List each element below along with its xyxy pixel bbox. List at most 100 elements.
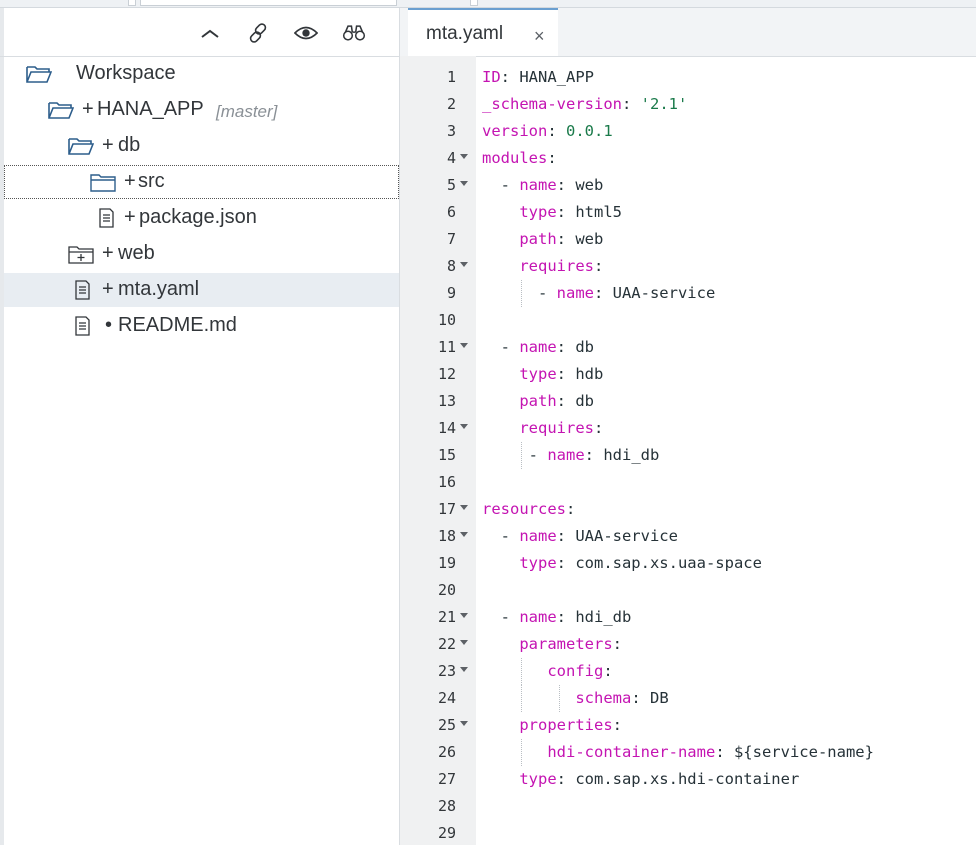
tree-item-web[interactable]: +web [4, 237, 399, 271]
yaml-key: name [556, 284, 594, 302]
code-line[interactable]: 6 type: html5 [400, 199, 976, 226]
code-line[interactable]: 20 [400, 577, 976, 604]
tree-item-status-marker: + [102, 242, 114, 264]
tree-item-label: db [118, 134, 141, 156]
code-line[interactable]: 11 - name: db [400, 334, 976, 361]
code-line[interactable]: 19 type: com.sap.xs.uaa-space [400, 550, 976, 577]
code-text: type: hdb [482, 365, 603, 383]
code-line[interactable]: 13 path: db [400, 388, 976, 415]
line-number: 2 [446, 95, 456, 113]
code-text: path: db [482, 392, 594, 410]
tree-item-workspace[interactable]: Workspace [4, 57, 399, 91]
code-line[interactable]: 28 [400, 793, 976, 820]
collapse-all-icon[interactable] [198, 22, 222, 44]
code-text: - name: db [482, 338, 594, 356]
code-line[interactable]: 16 [400, 469, 976, 496]
tree-item-status-marker: + [124, 170, 136, 192]
fold-arrow-icon[interactable] [460, 181, 468, 186]
tree-item-status-marker: • [105, 314, 113, 336]
yaml-key: schema [575, 689, 632, 707]
eye-icon[interactable] [294, 22, 318, 44]
tree-item-readme[interactable]: •README.md [4, 309, 399, 343]
code-text: _schema-version: '2.1' [482, 95, 687, 113]
fold-arrow-icon[interactable] [460, 343, 468, 348]
tree-item-hana-app[interactable]: +HANA_APP[master] [4, 93, 399, 127]
code-line[interactable]: 2 _schema-version: '2.1' [400, 91, 976, 118]
folder-plus-icon [68, 244, 94, 264]
code-text: version: 0.0.1 [482, 122, 613, 140]
code-line[interactable]: 18 - name: UAA-service [400, 523, 976, 550]
yaml-value: : web [556, 176, 604, 194]
yaml-value: : [612, 635, 622, 653]
tree-item-label: Workspace [76, 62, 176, 84]
fold-arrow-icon[interactable] [460, 532, 468, 537]
line-number: 17 [437, 500, 456, 518]
tree-item-label: mta.yaml [118, 278, 200, 300]
yaml-value: : UAA-service [556, 527, 678, 545]
line-number: 23 [437, 662, 456, 680]
code-line[interactable]: 14 requires: [400, 415, 976, 442]
code-line[interactable]: 3 version: 0.0.1 [400, 118, 976, 145]
yaml-value: : ${service-name} [715, 743, 874, 761]
code-line[interactable]: 15 - name: hdi_db [400, 442, 976, 469]
code-line[interactable]: 9 - name: UAA-service [400, 280, 976, 307]
workspace-explorer: Workspace+HANA_APP[master]+db+src+packag… [0, 8, 400, 845]
fold-arrow-icon[interactable] [460, 667, 468, 672]
tree-item-package-json[interactable]: +package.json [4, 201, 399, 235]
code-line[interactable]: 25 properties: [400, 712, 976, 739]
code-line[interactable]: 26 hdi-container-name: ${service-name} [400, 739, 976, 766]
tree-item-db[interactable]: +db [4, 129, 399, 163]
fold-arrow-icon[interactable] [460, 640, 468, 645]
tree-item-mta-yaml[interactable]: +mta.yaml [4, 273, 399, 307]
yaml-string: '2.1' [640, 95, 688, 113]
indent-guide [521, 685, 522, 712]
link-icon[interactable] [246, 22, 270, 44]
code-text: modules: [482, 149, 557, 167]
fold-arrow-icon[interactable] [460, 262, 468, 267]
fold-arrow-icon[interactable] [460, 613, 468, 618]
yaml-key: resources [482, 500, 566, 518]
fold-arrow-icon[interactable] [460, 505, 468, 510]
tree-item-label: README.md [118, 314, 237, 336]
line-number: 19 [437, 554, 456, 572]
yaml-value: : html5 [556, 203, 622, 221]
yaml-value: : DB [631, 689, 669, 707]
yaml-value: : HANA_APP [500, 68, 594, 86]
top-strip-fragment [140, 0, 397, 6]
tab-close-icon[interactable]: × [534, 26, 545, 46]
fold-arrow-icon[interactable] [460, 424, 468, 429]
line-number: 11 [437, 338, 456, 356]
code-line[interactable]: 8 requires: [400, 253, 976, 280]
tree-item-status-marker: + [102, 134, 114, 156]
fold-arrow-icon[interactable] [460, 721, 468, 726]
code-line[interactable]: 5 - name: web [400, 172, 976, 199]
code-line[interactable]: 7 path: web [400, 226, 976, 253]
tree-item-src[interactable]: +src [4, 165, 399, 199]
code-text: - name: UAA-service [482, 284, 715, 302]
tab-mta-yaml[interactable]: mta.yaml × [408, 8, 558, 56]
yaml-value: - [482, 284, 557, 302]
line-number: 1 [446, 68, 456, 86]
yaml-value: - [482, 176, 520, 194]
code-line[interactable]: 29 [400, 820, 976, 847]
tree-item-status-marker: + [124, 206, 136, 228]
code-line[interactable]: 10 [400, 307, 976, 334]
yaml-value: - [482, 527, 520, 545]
yaml-value: : [547, 122, 566, 140]
yaml-key: type [519, 554, 557, 572]
binoculars-icon[interactable] [342, 22, 366, 44]
code-line[interactable]: 27 type: com.sap.xs.hdi-container [400, 766, 976, 793]
code-line[interactable]: 21 - name: hdi_db [400, 604, 976, 631]
line-number: 3 [446, 122, 456, 140]
code-line[interactable]: 12 type: hdb [400, 361, 976, 388]
yaml-value [482, 662, 547, 680]
code-line[interactable]: 23 config: [400, 658, 976, 685]
yaml-value [482, 203, 519, 221]
fold-arrow-icon[interactable] [460, 154, 468, 159]
code-line[interactable]: 22 parameters: [400, 631, 976, 658]
yaml-value [482, 635, 519, 653]
code-line[interactable]: 24 schema: DB [400, 685, 976, 712]
